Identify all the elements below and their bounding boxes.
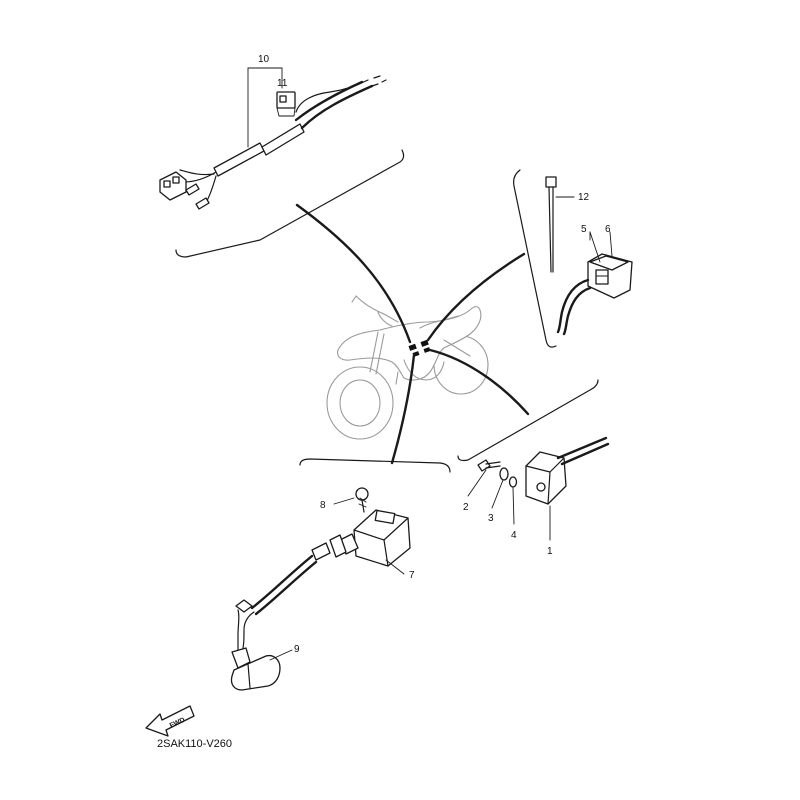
wire-harness-panel (159, 67, 405, 258)
callout-9: 9 (294, 644, 300, 655)
location-marker (423, 347, 431, 353)
fwd-arrow-icon: FWD (145, 705, 195, 737)
leader-lines (269, 231, 591, 661)
strap-connector-panel (513, 169, 633, 348)
guide-lines (295, 203, 530, 465)
ignition-coil-panel (230, 458, 451, 691)
callout-5: 5 (581, 224, 587, 235)
callout-1: 1 (547, 546, 553, 557)
callout-10: 10 (258, 54, 270, 65)
callout-numbers: 10 11 12 5 6 8 2 3 4 1 7 9 (258, 54, 611, 655)
callout-3: 3 (488, 513, 494, 524)
callout-11: 11 (277, 78, 288, 89)
location-marker (408, 343, 417, 351)
callout-6: 6 (605, 224, 611, 235)
regulator-panel (457, 379, 610, 505)
callout-4: 4 (511, 530, 517, 541)
callout-7: 7 (409, 570, 415, 581)
motorcycle-silhouette (326, 295, 489, 440)
diagram-code: 2SAK110-V260 (157, 738, 232, 750)
callout-8: 8 (320, 500, 326, 511)
location-marker (420, 339, 429, 347)
callout-2: 2 (463, 502, 469, 513)
callout-12: 12 (578, 192, 590, 203)
